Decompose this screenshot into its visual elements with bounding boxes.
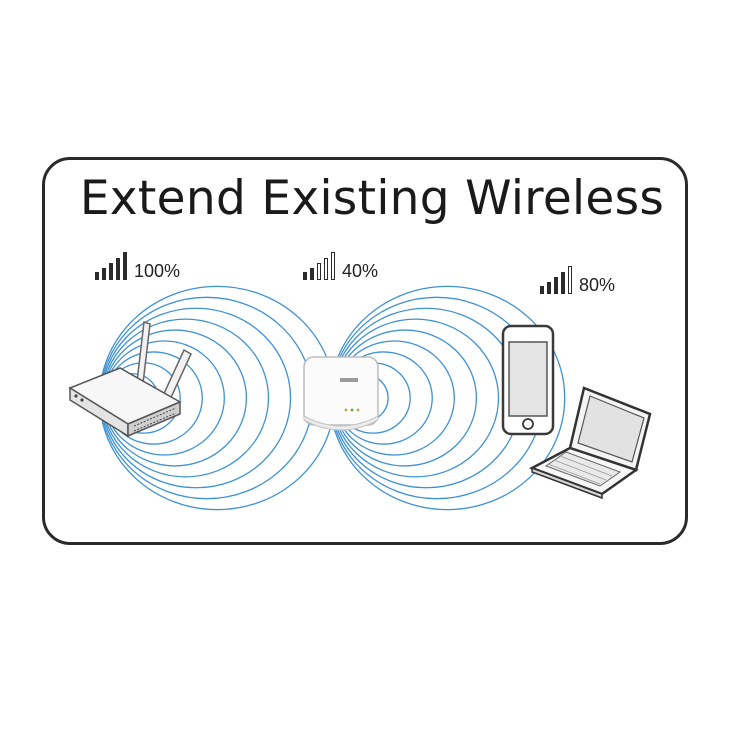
repeater-signal-strength: 40% (303, 250, 378, 280)
repeater-signal-bar (310, 268, 314, 280)
router-signal-bar (116, 258, 120, 280)
client-signal-bar (547, 282, 551, 294)
repeater-signal-bar (303, 272, 307, 280)
repeater-signal-bar (331, 252, 335, 280)
repeater-icon (303, 356, 379, 431)
router-signal-strength: 100% (95, 250, 180, 280)
router-signal-bar (95, 272, 99, 280)
router-signal-bar (123, 252, 127, 280)
laptop-icon (528, 386, 652, 500)
router-signal-bar (109, 263, 113, 280)
repeater-signal-bars-icon (303, 252, 338, 280)
repeater-signal-percent: 40% (342, 261, 379, 281)
repeater-signal-bar (324, 258, 328, 280)
client-signal-strength: 80% (540, 264, 615, 294)
client-signal-percent: 80% (579, 275, 616, 295)
client-signal-bar (568, 266, 572, 294)
router-signal-percent: 100% (134, 261, 181, 281)
router-icon (68, 320, 192, 438)
client-signal-bars-icon (540, 266, 575, 294)
client-signal-bar (561, 272, 565, 294)
router-signal-bars-icon (95, 252, 130, 280)
client-signal-bar (554, 277, 558, 294)
smartphone-icon (501, 324, 555, 436)
client-signal-bar (540, 286, 544, 294)
diagram-title: Extend Existing Wireless (79, 171, 665, 226)
repeater-signal-bar (317, 263, 321, 280)
router-signal-bar (102, 268, 106, 280)
